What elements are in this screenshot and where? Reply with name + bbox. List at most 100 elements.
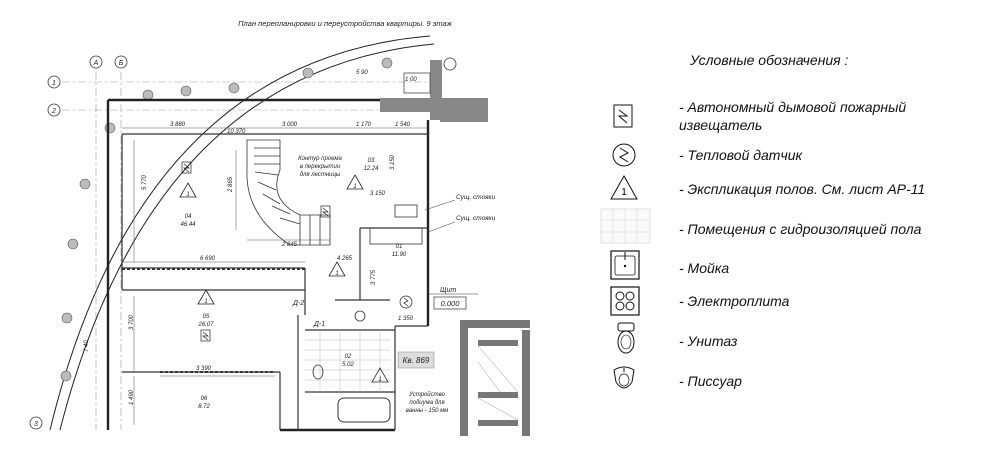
floor-type: 1 <box>186 192 189 198</box>
riser-leader-1 <box>424 199 456 211</box>
room-05: 05 26.07 1 <box>197 289 215 328</box>
axis-a-label: А <box>93 60 99 67</box>
smoke-detector-icon <box>613 104 633 128</box>
axis-1-label: 1 <box>52 80 56 87</box>
legend-label-line-1: - Экспликация полов. См. лист АР-11 <box>679 181 926 197</box>
room-03: 03 12.24 1 <box>346 158 379 190</box>
legend-title: Условные обозначения : <box>690 52 849 68</box>
legend-label-line-1: - Писсуар <box>679 373 742 389</box>
dashed-partition <box>122 268 305 373</box>
legend-label: - Электроплита <box>679 292 789 310</box>
floor-explication-icon <box>328 261 346 277</box>
room-area: 8.72 <box>198 404 210 410</box>
room-number: 04 <box>185 214 192 220</box>
dim-5770: 5 770 <box>142 174 148 190</box>
legend-label: - Автономный дымовой пожарный извещатель <box>679 98 906 134</box>
plan-smoke-detectors <box>181 161 331 342</box>
legend-label: - Писсуар <box>679 372 742 390</box>
dim-4265: 4 265 <box>337 256 353 262</box>
plan-title: План перепланировки и переустройства ква… <box>238 19 453 28</box>
dim-1170: 1 170 <box>356 122 372 128</box>
bathtub <box>337 397 391 423</box>
room-06: 06 8.72 <box>198 396 210 410</box>
dim-1490: 1 490 <box>129 389 135 405</box>
riser-box-2 <box>369 227 423 245</box>
plan-sink <box>354 310 366 322</box>
dim-2865: 2 865 <box>228 176 234 193</box>
electric-stove-icon <box>610 286 640 316</box>
dim-10370: 10 370 <box>227 129 246 135</box>
legend-label: - Экспликация полов. См. лист АР-11 <box>679 180 925 198</box>
legend-label-line-1: - Автономный дымовой пожарный <box>679 99 907 115</box>
panel-label: Щит <box>440 287 456 294</box>
dim-100: 1 00 <box>405 77 417 83</box>
door-d2-label: Д-2 <box>292 300 304 307</box>
room-number: 02 <box>345 354 352 360</box>
level-mark-box <box>433 296 467 310</box>
stair-note-line-3: для лестницы <box>300 172 341 178</box>
podium-note-line-3: ванны - 150 мм <box>406 408 449 414</box>
axis-markers <box>29 55 457 430</box>
room-number: 01 <box>396 244 403 250</box>
room-02: 02 5.02 1 <box>342 354 389 383</box>
riser-label-2: Сущ. стояки <box>456 215 496 222</box>
podium-note-line-2: подиума для <box>409 400 445 406</box>
dim-2845: 2 845 <box>281 242 298 248</box>
legend-label: - Тепловой датчик <box>679 146 802 164</box>
floor-type: 1 <box>204 299 207 305</box>
legend-label-line-1: - Помещения с гидроизоляцией пола <box>679 221 922 237</box>
room-area: 26.07 <box>197 322 214 328</box>
dim-3150-vertical: 3 150 <box>390 154 396 170</box>
heat-sensor-icon <box>612 143 636 167</box>
room-number: 05 <box>203 314 210 320</box>
dim-590: 5 90 <box>356 70 368 76</box>
curved-facade <box>49 35 435 431</box>
urinal-icon <box>613 366 635 389</box>
dimension-lines <box>122 127 428 425</box>
facade-columns <box>60 57 393 382</box>
legend-label-line-2: извещатель <box>679 117 763 133</box>
riser-label-1: Сущ. стояки <box>456 194 496 201</box>
legend-label-line-1: - Тепловой датчик <box>679 147 803 163</box>
podium-note-line-1: Устройство <box>408 391 446 398</box>
interior-walls <box>121 133 428 430</box>
flat-869-marker <box>397 351 435 369</box>
floor-plan: План перепланировки и переустройства ква… <box>29 19 530 436</box>
legend-label: - Помещения с гидроизоляцией пола <box>679 220 921 238</box>
room-area: 12.24 <box>363 166 379 172</box>
stair-note-line-1: Контур проема <box>298 156 342 162</box>
outer-walls <box>106 98 430 432</box>
neighbor-hatch <box>477 345 519 421</box>
dim-3000: 3 000 <box>282 122 298 128</box>
room-area: 5.02 <box>342 362 354 368</box>
room-number: 03 <box>368 158 375 164</box>
dim-3880: 3 880 <box>170 122 186 128</box>
level-mark: 0.000 <box>441 299 461 308</box>
room-area: 11.90 <box>392 252 407 258</box>
toilet-icon <box>617 322 635 354</box>
axis-b-label: Б <box>119 60 124 67</box>
dim-1350: 1 350 <box>398 316 414 322</box>
legend-label: - Мойка <box>679 259 729 277</box>
floor-type: 1 <box>335 271 338 277</box>
riser-leader-2 <box>427 221 456 233</box>
neighbor-walls <box>460 320 530 436</box>
room-04: 04 46.44 1 <box>179 182 197 228</box>
axis-grid <box>62 72 440 430</box>
floor-explication-icon <box>179 182 197 198</box>
legend-label-line-1: - Электроплита <box>679 293 790 309</box>
top-right-wall-block <box>380 60 488 122</box>
plan-heat-sensors <box>399 295 413 309</box>
dim-1540: 1 540 <box>395 122 411 128</box>
axis-3-label: 3 <box>34 421 38 428</box>
legend-label: - Унитаз <box>679 332 737 350</box>
axis-2-label: 2 <box>51 108 56 115</box>
dim-3390: 3 390 <box>196 366 212 372</box>
floor-type: 1 <box>353 184 356 190</box>
bathroom-area <box>305 330 390 392</box>
room-01: 01 11.90 1 <box>328 244 407 277</box>
svg-text:1: 1 <box>621 187 627 198</box>
plan-toilet <box>312 364 324 380</box>
dim-740: 7 40 <box>84 340 90 352</box>
floor-explication-icon <box>346 174 364 190</box>
